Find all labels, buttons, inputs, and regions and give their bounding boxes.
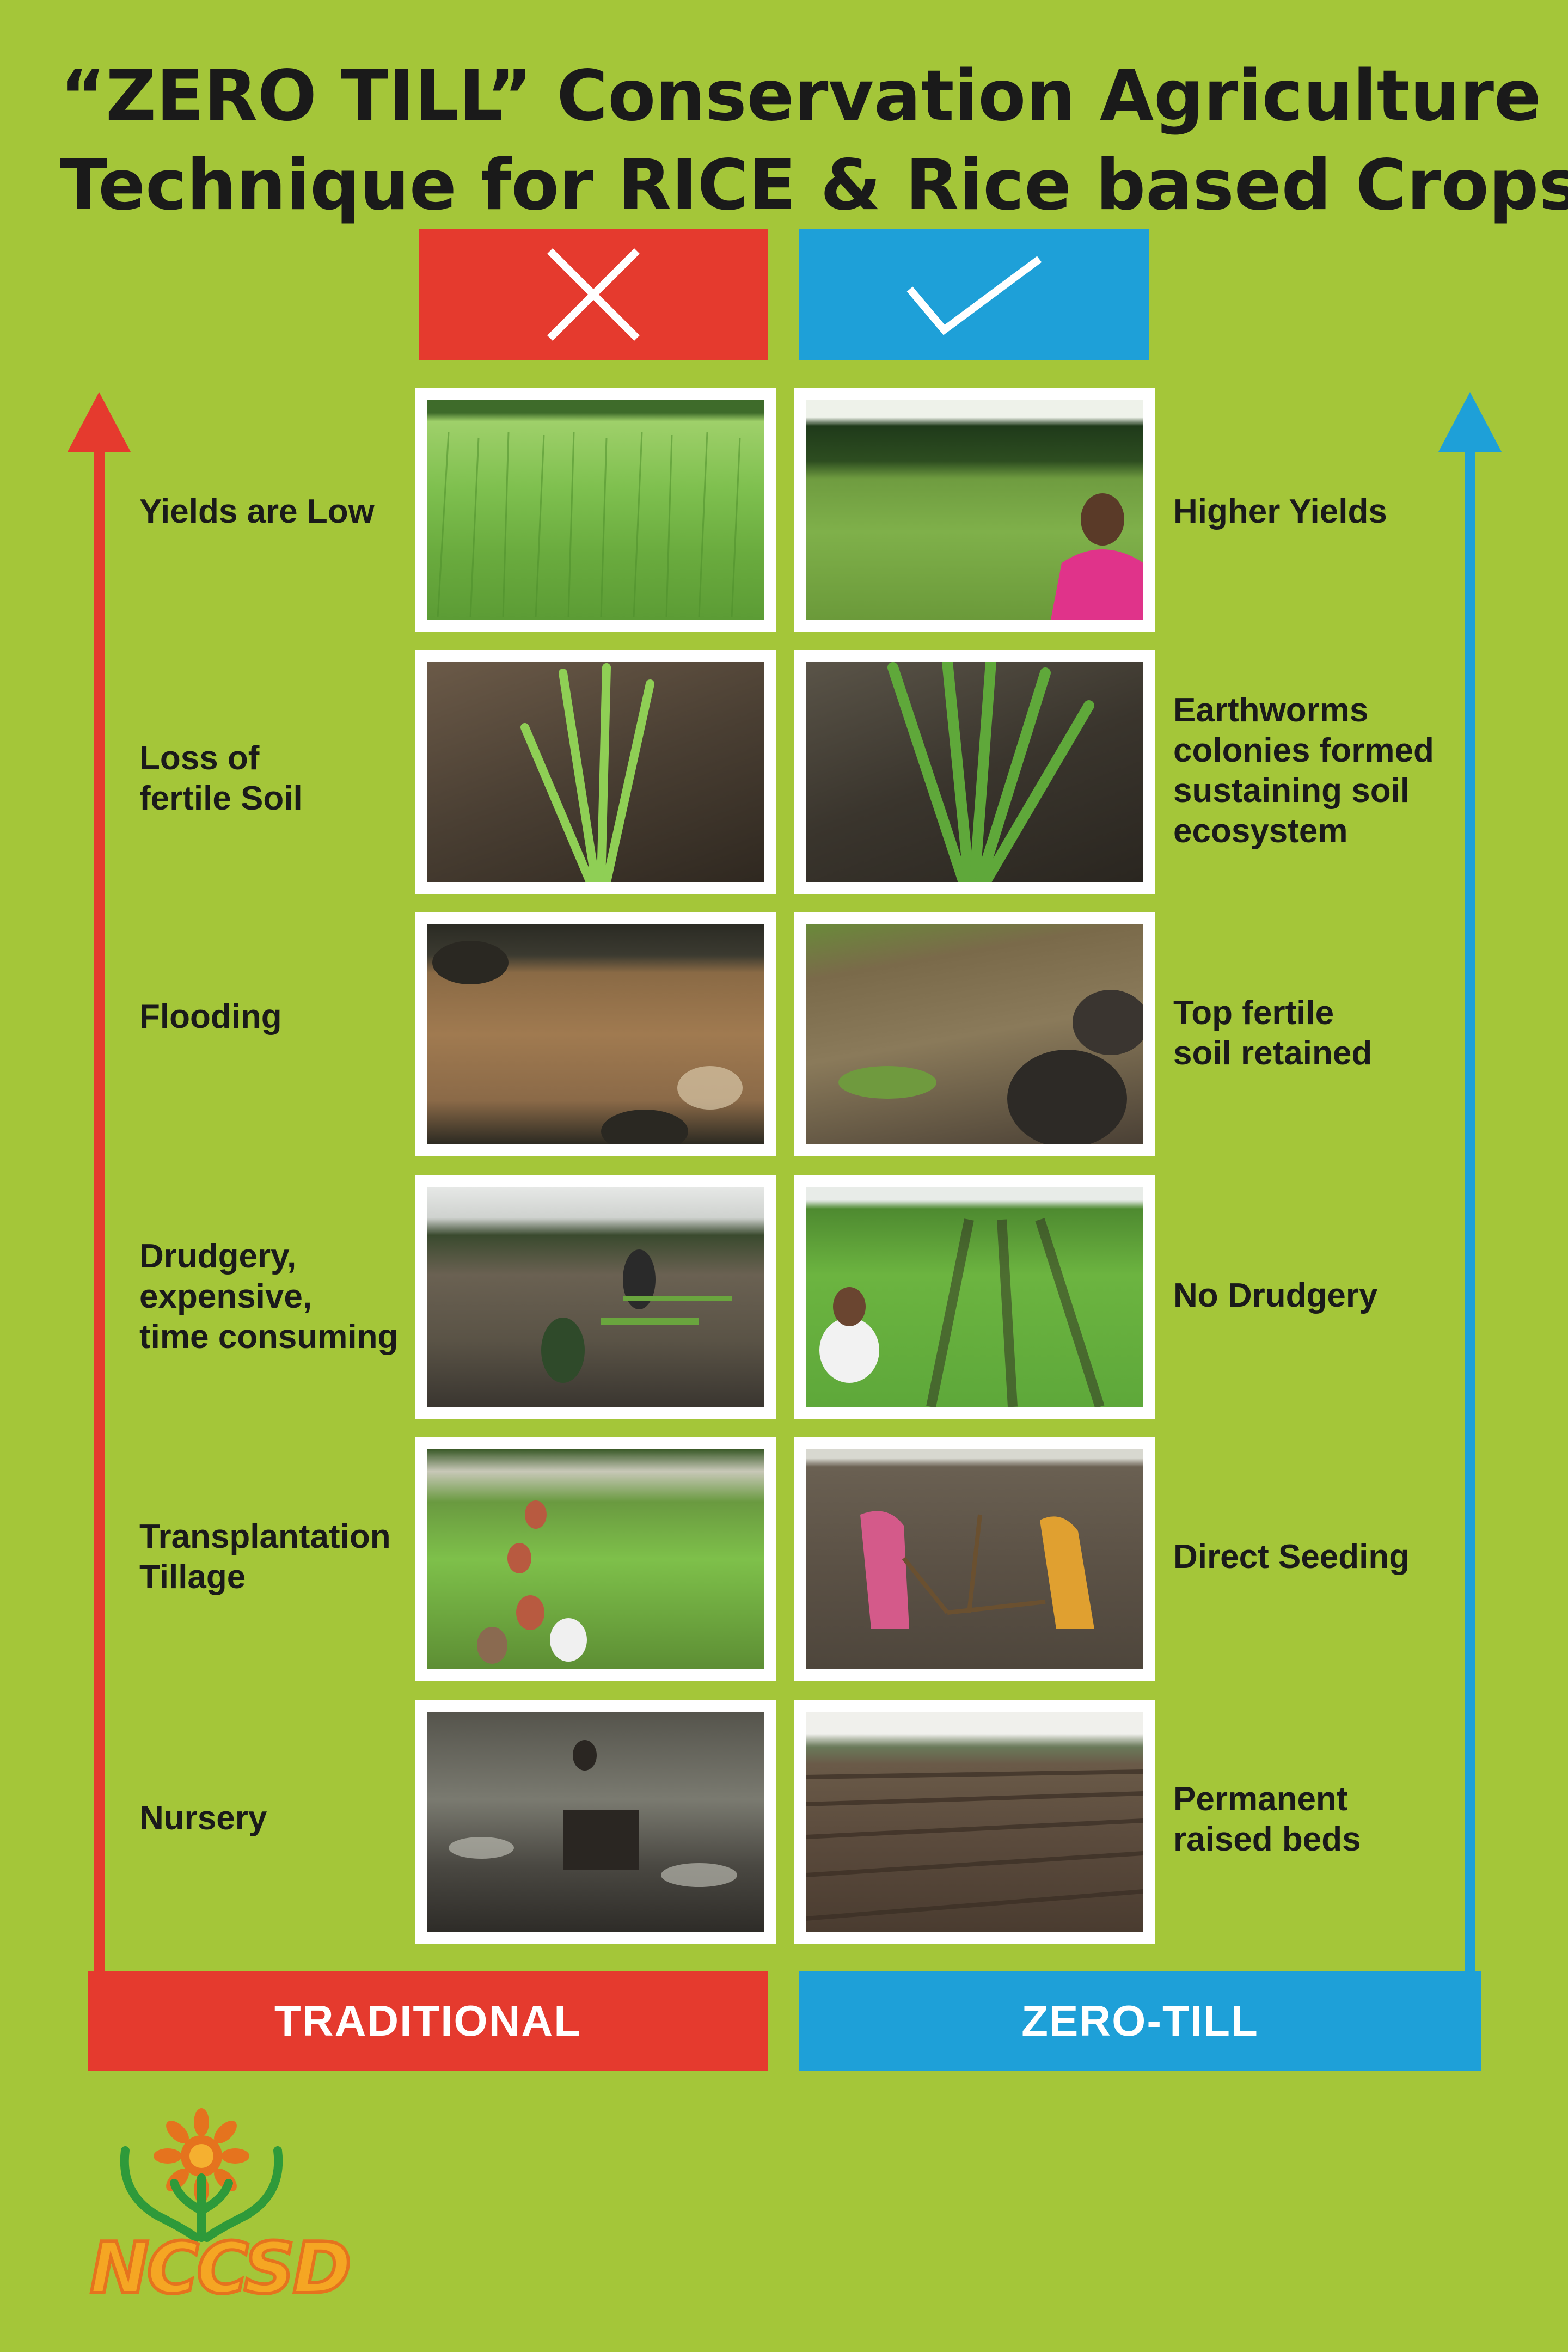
label-line: soil retained — [1173, 1034, 1373, 1072]
label-line: Permanent — [1173, 1780, 1348, 1818]
traditional-label-yields: Yields are Low — [139, 479, 417, 544]
zero-till-label-permanent-beds: Permanent raised beds — [1173, 1776, 1456, 1863]
title-line-1: “ZERO TILL” Conservation Agriculture — [60, 56, 1541, 137]
traditional-label-soil: Loss of fertile Soil — [139, 724, 417, 833]
rocks-figure — [838, 990, 1143, 1144]
traditional-label-drudgery: Drudgery, expensive, time consuming — [139, 1232, 417, 1362]
label-line: ecosystem — [1173, 812, 1348, 850]
label-line: Loss of — [139, 739, 260, 777]
traditional-label-nursery: Nursery — [139, 1786, 417, 1851]
transplant-workers-figure — [477, 1500, 587, 1664]
photo-traditional-puddling — [415, 1700, 776, 1944]
zero-till-header-box — [799, 229, 1149, 360]
photo-traditional-transplantation — [415, 1437, 776, 1681]
tiller-machine-figure — [449, 1740, 737, 1887]
photo-zero-till-direct-seeding — [794, 1437, 1155, 1681]
photo-zero-till-permanent-beds — [794, 1700, 1155, 1944]
label-line: Top fertile — [1173, 994, 1334, 1032]
zero-till-footer-label: ZERO-TILL — [799, 1971, 1481, 2071]
cross-icon — [547, 248, 640, 341]
label-line: Nursery — [139, 1799, 267, 1837]
traditional-label-transplantation: Transplantation Tillage — [139, 1514, 417, 1601]
zero-till-label-earthworms: Earthworms colonies formed sustaining so… — [1173, 684, 1456, 858]
farmer-figure — [819, 1218, 1105, 1407]
nccsd-logo-text: NCCSD — [88, 2225, 353, 2311]
photo-zero-till-earthworm-soil — [794, 650, 1155, 894]
rice-seedling-figure — [520, 663, 654, 882]
photo-zero-till-soil-retained — [794, 912, 1155, 1156]
label-line: raised beds — [1173, 1821, 1361, 1858]
zero-till-label-yields: Higher Yields — [1173, 479, 1456, 544]
zero-till-arrow-line — [1465, 430, 1475, 1987]
traditional-header-box — [419, 229, 768, 360]
traditional-label-flooding: Flooding — [139, 984, 417, 1050]
seeding-women-figure — [860, 1511, 1094, 1629]
woman-in-field-figure — [1051, 493, 1143, 620]
photo-zero-till-woman-field — [794, 388, 1155, 632]
photo-traditional-rice-field — [415, 388, 776, 632]
zero-till-label-top-soil: Top fertile soil retained — [1173, 990, 1456, 1077]
label-line: Tillage — [139, 1558, 246, 1596]
label-line: Drudgery, — [139, 1238, 297, 1275]
photo-traditional-flooding — [415, 912, 776, 1156]
label-line: Direct Seeding — [1173, 1538, 1410, 1576]
photo-zero-till-raised-beds-rice — [794, 1175, 1155, 1419]
label-line: time consuming — [139, 1318, 399, 1356]
flood-water-figure — [432, 941, 743, 1144]
label-line: Yields are Low — [139, 493, 375, 530]
label-line: sustaining soil — [1173, 772, 1410, 810]
label-line: Earthworms — [1173, 691, 1369, 729]
raised-beds-figure — [806, 1769, 1143, 1921]
page-title: “ZERO TILL” Conservation Agriculture Tec… — [60, 52, 1568, 230]
workers-figure — [541, 1250, 732, 1383]
title-line-2: Technique for RICE & Rice based Crops. — [60, 145, 1568, 226]
label-line: expensive, — [139, 1278, 313, 1315]
label-line: No Drudgery — [1173, 1277, 1378, 1314]
label-line: Higher Yields — [1173, 493, 1387, 530]
zero-till-label-no-drudgery: No Drudgery — [1173, 1263, 1456, 1328]
label-line: Flooding — [139, 998, 282, 1036]
label-line: fertile Soil — [139, 780, 303, 817]
traditional-arrow-line — [94, 430, 105, 1987]
check-icon — [906, 256, 1042, 335]
zero-till-label-direct-seeding: Direct Seeding — [1173, 1524, 1456, 1590]
rice-clump-figure — [887, 662, 1094, 882]
label-line: colonies formed — [1173, 732, 1434, 769]
photo-traditional-soil — [415, 650, 776, 894]
label-line: Transplantation — [139, 1518, 391, 1555]
traditional-footer-label: TRADITIONAL — [88, 1971, 768, 2071]
rice-field-texture — [437, 432, 741, 618]
photo-traditional-transplanting-labour — [415, 1175, 776, 1419]
nccsd-logo-icon — [120, 2108, 283, 2242]
